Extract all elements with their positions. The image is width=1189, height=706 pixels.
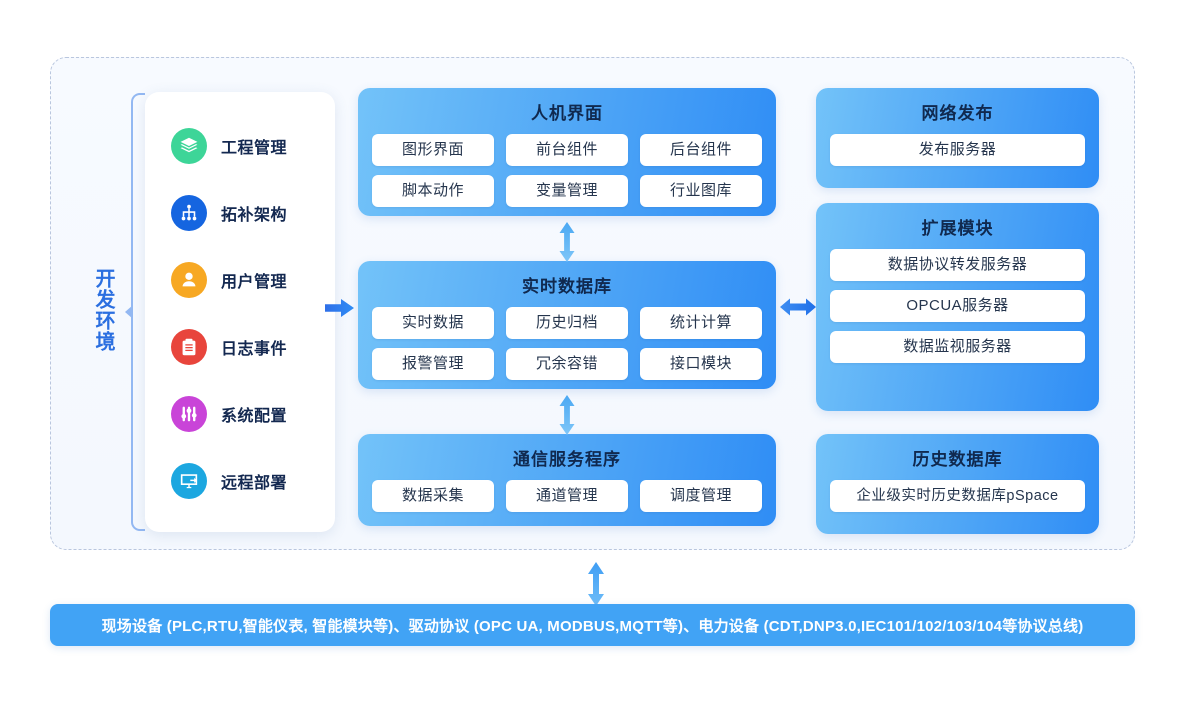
chip[interactable]: 冗余容错 — [506, 348, 628, 380]
arrow-realtime-database-communication — [559, 395, 575, 435]
arrow-hmi-realtime-database — [559, 222, 575, 262]
chip-row: 发布服务器 — [830, 134, 1085, 166]
chip[interactable]: 数据采集 — [372, 480, 494, 512]
chip-row: 数据采集 通道管理 调度管理 — [372, 480, 762, 512]
panel-title: 历史数据库 — [912, 450, 1003, 469]
chip-row: 实时数据 历史归档 统计计算 — [372, 307, 762, 339]
layers-icon — [171, 127, 207, 164]
chip[interactable]: 变量管理 — [506, 175, 628, 207]
chip-row: 企业级实时历史数据库pSpace — [830, 480, 1085, 512]
monitor-icon — [171, 462, 207, 499]
chip-row: OPCUA服务器 — [830, 290, 1085, 322]
arrow-realtime-database-extension — [780, 298, 816, 316]
user-icon — [171, 261, 207, 298]
panel-extension-modules: 扩展模块 数据协议转发服务器 OPCUA服务器 数据监视服务器 — [816, 203, 1099, 411]
chip[interactable]: 企业级实时历史数据库pSpace — [830, 480, 1085, 512]
chip[interactable]: 历史归档 — [506, 307, 628, 339]
chip[interactable]: 图形界面 — [372, 134, 494, 166]
panel-web-publishing: 网络发布 发布服务器 — [816, 88, 1099, 188]
sidebar-item-label: 远程部署 — [221, 474, 288, 492]
chip[interactable]: OPCUA服务器 — [830, 290, 1085, 322]
sidebar-item-label: 日志事件 — [221, 340, 288, 358]
chip[interactable]: 实时数据 — [372, 307, 494, 339]
dev-environment-sidebar: 工程管理 拓补架构 用户管理 — [145, 92, 335, 532]
sidebar-item-system-configuration[interactable]: 系统配置 — [145, 380, 335, 447]
chip[interactable]: 报警管理 — [372, 348, 494, 380]
sidebar-item-label: 用户管理 — [221, 273, 288, 291]
chip[interactable]: 数据协议转发服务器 — [830, 249, 1085, 281]
sidebar-item-topology-architecture[interactable]: 拓补架构 — [145, 179, 335, 246]
sidebar-item-label: 工程管理 — [221, 139, 288, 157]
chip-row: 报警管理 冗余容错 接口模块 — [372, 348, 762, 380]
panel-realtime-database: 实时数据库 实时数据 历史归档 统计计算 报警管理 冗余容错 接口模块 — [358, 261, 776, 389]
arrow-sidebar-to-realtime-database — [325, 299, 354, 317]
dev-environment-bracket — [125, 93, 145, 531]
panel-hmi: 人机界面 图形界面 前台组件 后台组件 脚本动作 变量管理 行业图库 — [358, 88, 776, 216]
chip[interactable]: 统计计算 — [640, 307, 762, 339]
sidebar-item-user-management[interactable]: 用户管理 — [145, 246, 335, 313]
chip[interactable]: 通道管理 — [506, 480, 628, 512]
chip-row: 脚本动作 变量管理 行业图库 — [372, 175, 762, 207]
sidebar-item-label: 拓补架构 — [221, 206, 288, 224]
chip-row: 数据协议转发服务器 — [830, 249, 1085, 281]
clipboard-icon — [171, 328, 207, 365]
sidebar-item-remote-deployment[interactable]: 远程部署 — [145, 447, 335, 514]
chip[interactable]: 前台组件 — [506, 134, 628, 166]
panel-history-database: 历史数据库 企业级实时历史数据库pSpace — [816, 434, 1099, 534]
chip-row: 数据监视服务器 — [830, 331, 1085, 363]
sidebar-item-project-management[interactable]: 工程管理 — [145, 112, 335, 179]
chip[interactable]: 数据监视服务器 — [830, 331, 1085, 363]
chip[interactable]: 后台组件 — [640, 134, 762, 166]
panel-title: 人机界面 — [531, 104, 603, 123]
sliders-icon — [171, 395, 207, 432]
panel-title: 实时数据库 — [522, 277, 612, 296]
field-devices-bar: 现场设备 (PLC,RTU,智能仪表, 智能模块等)、驱动协议 (OPC UA,… — [50, 604, 1135, 646]
panel-title: 通信服务程序 — [513, 450, 621, 469]
chip[interactable]: 行业图库 — [640, 175, 762, 207]
chip[interactable]: 发布服务器 — [830, 134, 1085, 166]
arrow-platform-to-field-devices — [588, 562, 604, 606]
panel-communication-service: 通信服务程序 数据采集 通道管理 调度管理 — [358, 434, 776, 526]
chip[interactable]: 接口模块 — [640, 348, 762, 380]
sidebar-item-log-events[interactable]: 日志事件 — [145, 313, 335, 380]
dev-environment-label: 开发环境 — [92, 268, 114, 352]
panel-title: 扩展模块 — [921, 219, 994, 238]
chip[interactable]: 调度管理 — [640, 480, 762, 512]
chip[interactable]: 脚本动作 — [372, 175, 494, 207]
sitemap-icon — [171, 194, 207, 231]
panel-title: 网络发布 — [921, 104, 994, 123]
sidebar-item-label: 系统配置 — [221, 407, 288, 425]
chip-row: 图形界面 前台组件 后台组件 — [372, 134, 762, 166]
